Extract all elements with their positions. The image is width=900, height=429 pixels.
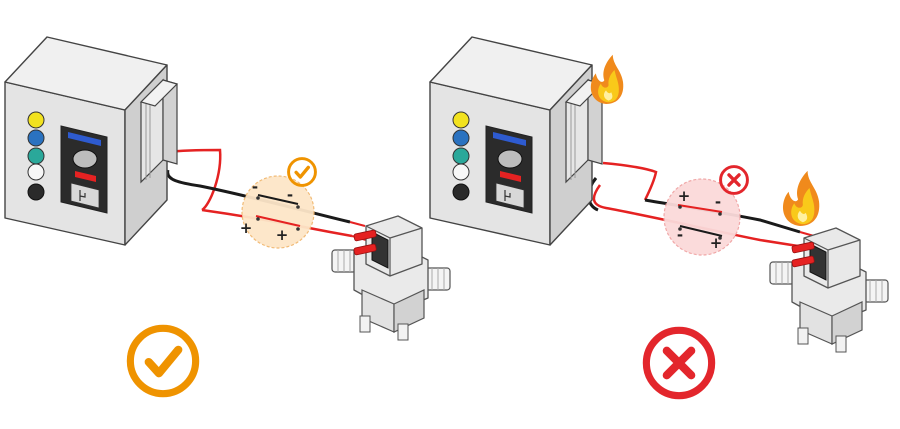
small-x-icon xyxy=(718,164,750,196)
control-box xyxy=(429,36,603,246)
polarity-bottom-left: - xyxy=(677,226,683,244)
panel-correct: - - + + xyxy=(4,36,451,394)
small-check-icon xyxy=(286,156,318,188)
polarity-top-right: - xyxy=(715,193,721,211)
polarity-top-left: + xyxy=(678,187,691,205)
fire-icon xyxy=(783,170,820,226)
panel-incorrect: + - - + xyxy=(429,36,889,396)
polarity-top-left: - xyxy=(252,178,258,196)
solenoid-valve xyxy=(769,227,889,353)
fire-icon xyxy=(590,54,624,104)
polarity-bottom-right: + xyxy=(710,234,723,252)
polarity-bottom-left: + xyxy=(240,219,253,237)
polarity-zoom-incorrect: + - - + xyxy=(663,178,741,256)
polarity-top-right: - xyxy=(287,186,293,204)
check-circle-icon xyxy=(130,328,195,393)
polarity-bottom-right: + xyxy=(276,226,289,244)
x-circle-icon xyxy=(646,330,711,395)
control-box xyxy=(4,36,178,246)
polarity-zoom-correct: - - + + xyxy=(240,175,315,249)
